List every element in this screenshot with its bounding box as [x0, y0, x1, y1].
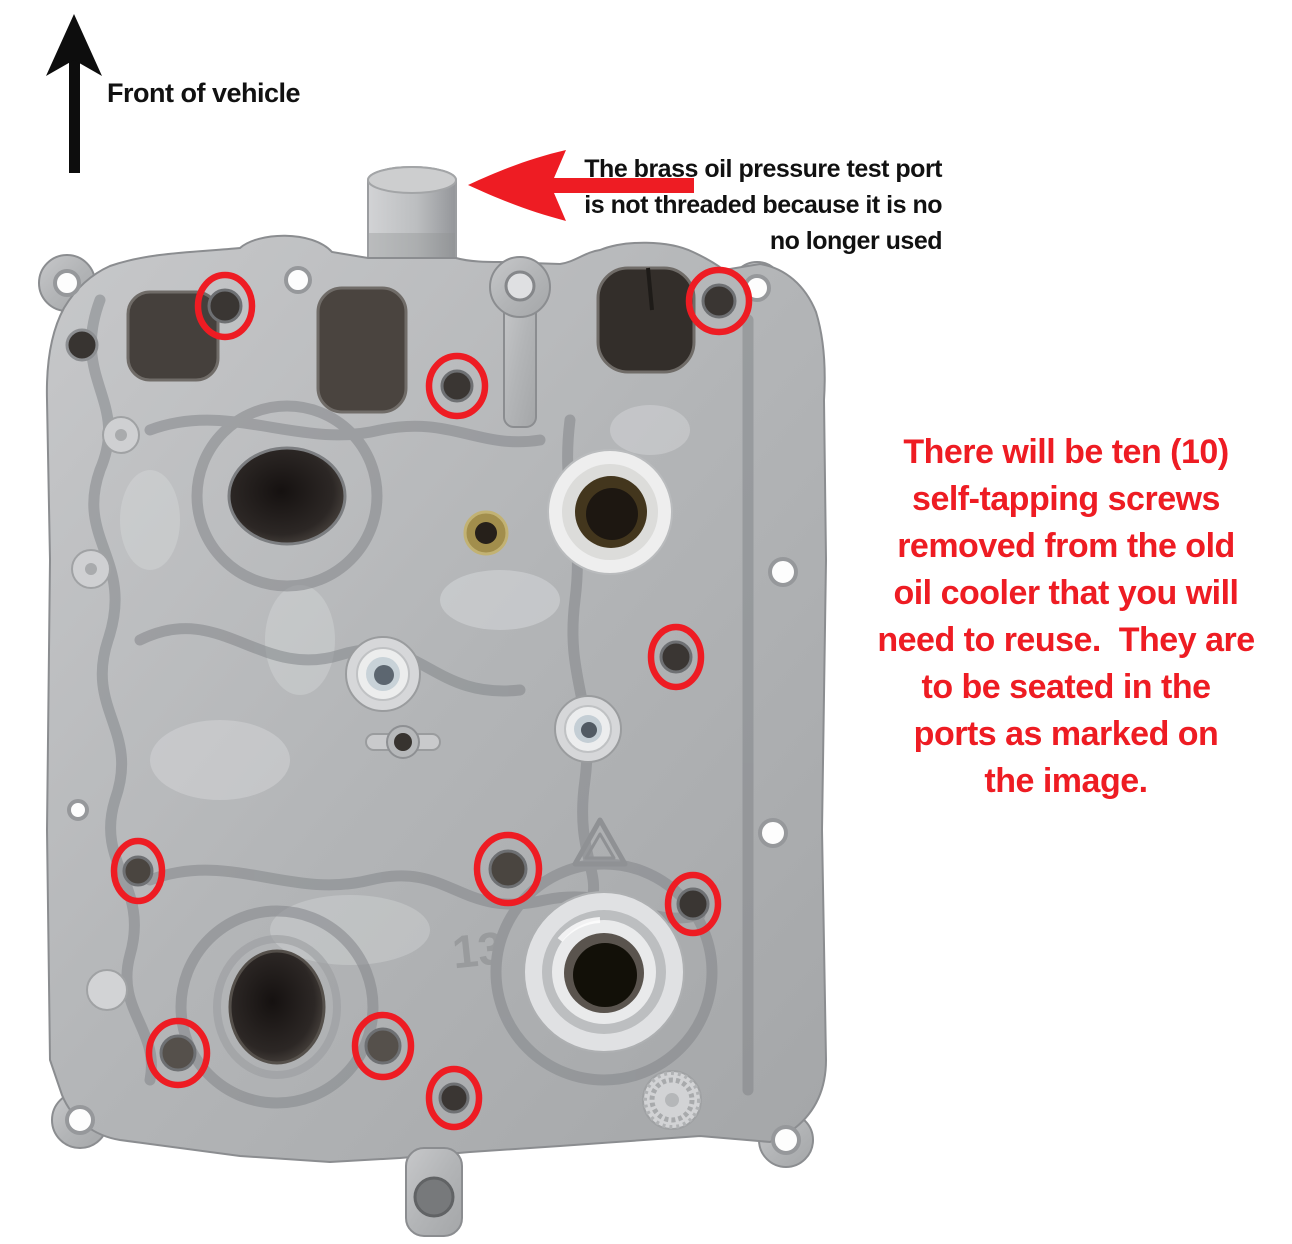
brass-bushing	[463, 510, 509, 556]
screw-port-marker	[425, 1065, 483, 1131]
screws-note-text: There will be ten (10) self-tapping scre…	[877, 433, 1255, 800]
screw-port-marker	[110, 837, 166, 905]
casting-mark-text: 13	[450, 921, 506, 978]
shiny-bosses	[71, 416, 622, 1011]
screw-port-marker	[664, 871, 722, 937]
knurled-stamp	[642, 1070, 702, 1130]
screw-ports	[122, 283, 737, 1114]
port-pointer-arrow	[468, 150, 694, 221]
bottom-tab	[405, 1147, 463, 1237]
oil-cooler-body: 13	[38, 166, 828, 1237]
oil-filter-bore	[523, 891, 685, 1053]
front-direction-arrow	[46, 14, 102, 173]
front-of-vehicle-label: Front of vehicle	[107, 78, 301, 108]
upper-center-bore	[547, 449, 673, 575]
casting-openings	[65, 266, 696, 414]
screw-port-marker	[194, 271, 256, 341]
screw-port-marker	[473, 831, 543, 907]
lollipop-boss	[489, 256, 551, 428]
oil-pressure-test-port	[367, 166, 457, 269]
bolt-holes	[53, 266, 801, 1155]
screw-port-markers	[110, 266, 753, 1131]
port-note-text: The brass oil pressure test port is not …	[584, 155, 942, 255]
screw-port-marker	[647, 623, 705, 691]
screw-port-marker	[145, 1017, 211, 1089]
upper-left-bore	[227, 446, 347, 546]
screw-port-marker	[351, 1011, 415, 1081]
recycle-symbol	[572, 817, 628, 867]
lower-left-bore	[213, 935, 341, 1079]
screw-port-marker	[425, 352, 489, 420]
screw-port-marker	[685, 266, 753, 336]
